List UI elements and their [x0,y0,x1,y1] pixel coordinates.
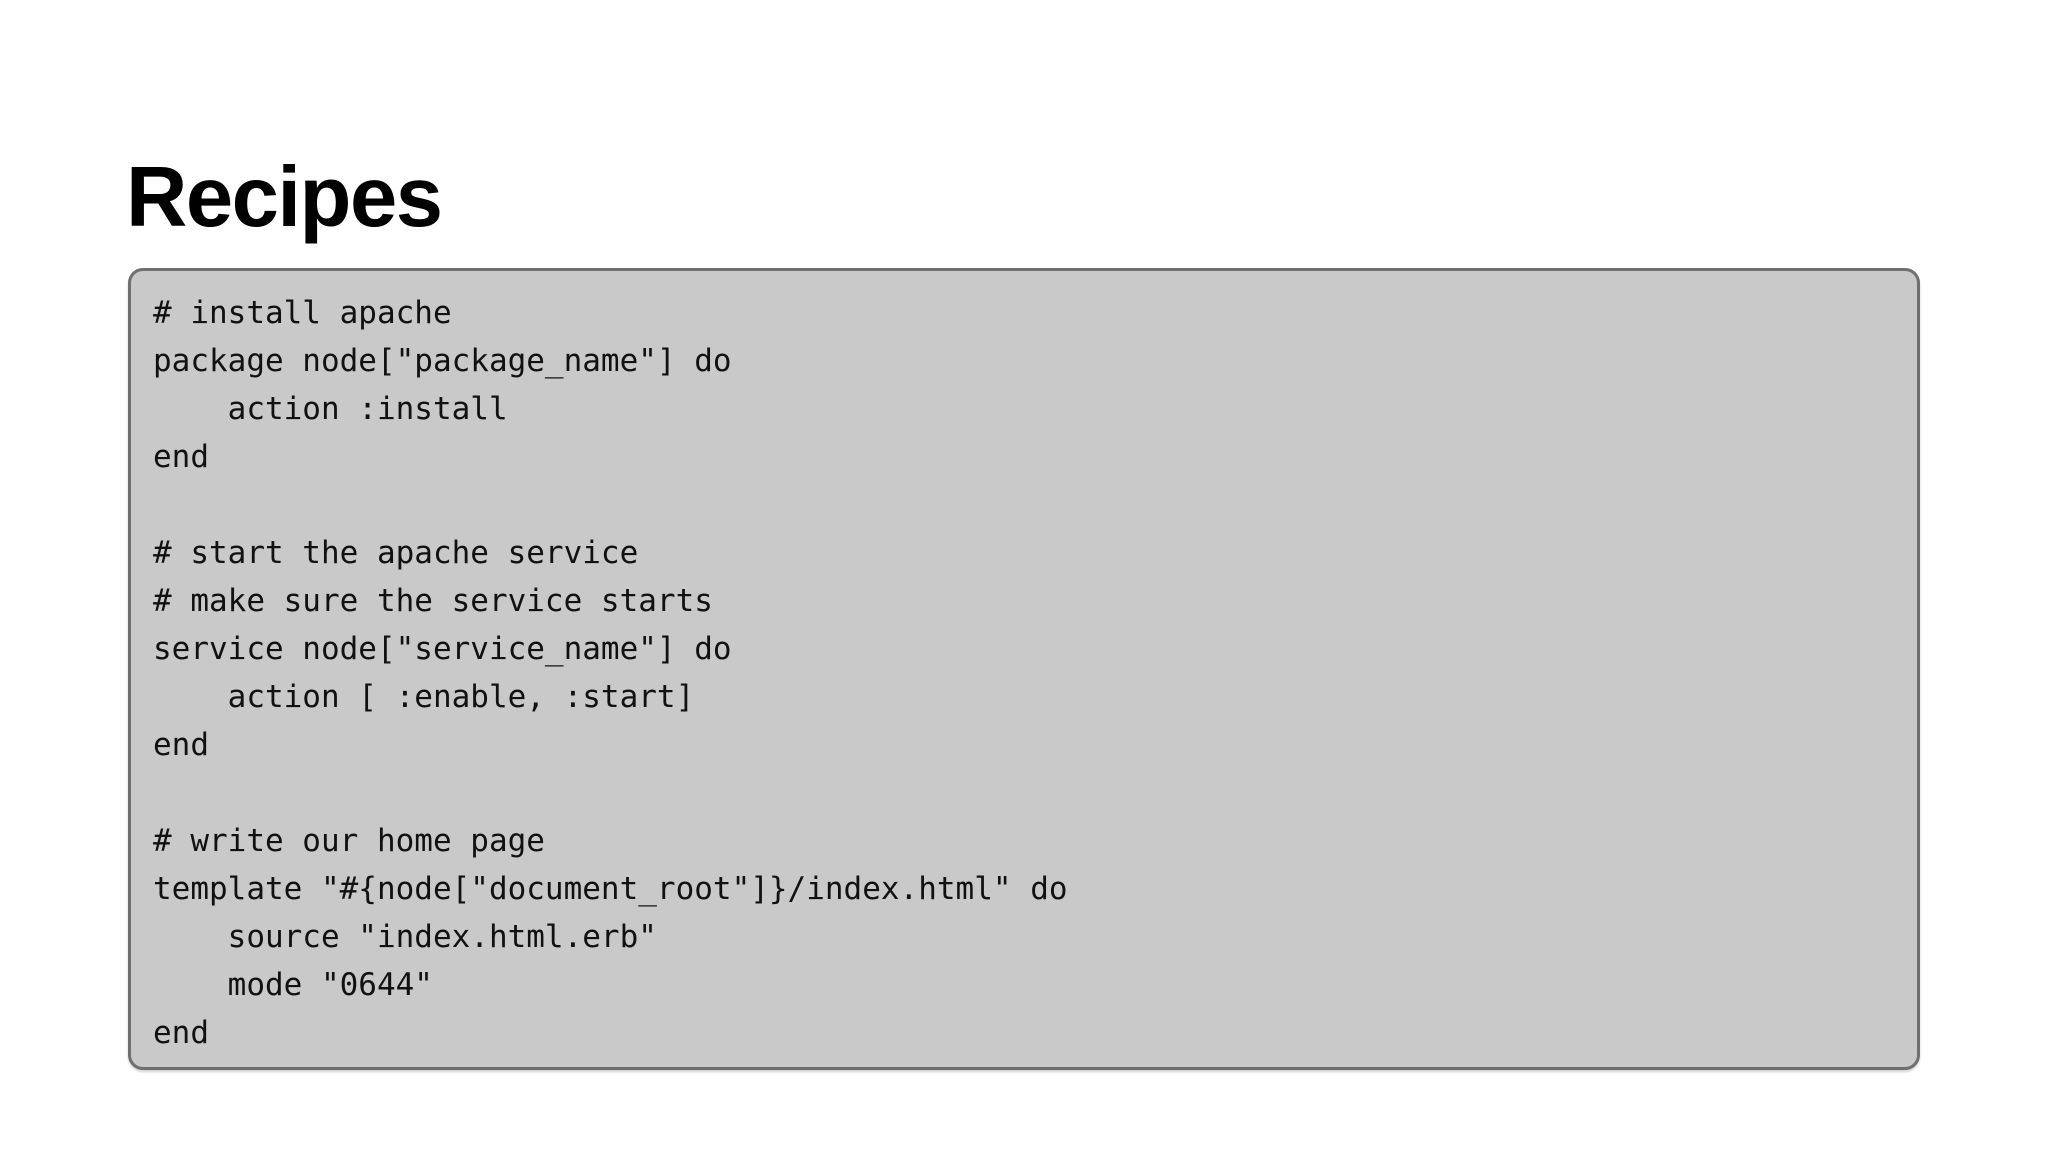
code-line: action [ :enable, :start] [153,679,695,715]
code-text: # install apache package node["package_na… [153,289,1907,1057]
code-line: # install apache [153,295,452,331]
code-line: mode "0644" [153,967,433,1003]
page-title: Recipes [126,149,443,245]
code-line: end [153,727,209,763]
code-line: end [153,439,209,475]
code-line: template "#{node["document_root"]}/index… [153,871,1068,907]
code-line: action :install [153,391,508,427]
code-line: # make sure the service starts [153,583,713,619]
code-line: # write our home page [153,823,545,859]
code-line-blank [153,481,1907,529]
code-line: # start the apache service [153,535,639,571]
code-block: # install apache package node["package_na… [128,268,1920,1070]
code-line: end [153,1015,209,1051]
code-line: service node["service_name"] do [153,631,732,667]
code-line-blank [153,769,1907,817]
code-line: package node["package_name"] do [153,343,732,379]
code-line: source "index.html.erb" [153,919,657,955]
